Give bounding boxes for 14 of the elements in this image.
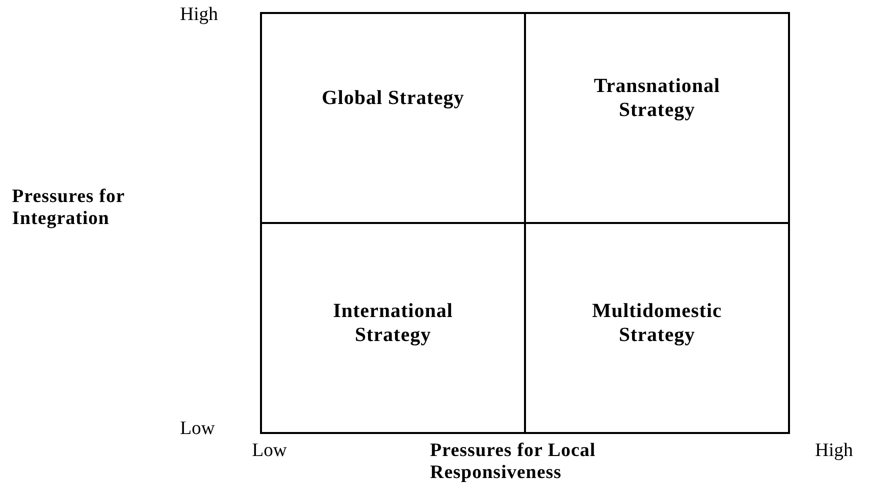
quadrant-box (260, 222, 526, 434)
axis-tick-label: High (815, 440, 853, 462)
quadrant-label: International Strategy (332, 299, 454, 347)
quadrant-box (260, 12, 526, 224)
axis-title: Pressures for Integration (12, 186, 126, 230)
quadrant-label: Global Strategy (320, 86, 466, 110)
quadrant-label: Multidomestic Strategy (591, 299, 723, 347)
quadrant-box (524, 12, 790, 224)
axis-tick-label: Low (180, 418, 215, 440)
axis-title: Pressures for Local Responsiveness (430, 440, 597, 484)
axis-tick-label: High (180, 4, 218, 26)
quadrant-box (524, 222, 790, 434)
axis-tick-label: Low (252, 440, 287, 462)
quadrant-label: Transnational Strategy (592, 74, 722, 122)
